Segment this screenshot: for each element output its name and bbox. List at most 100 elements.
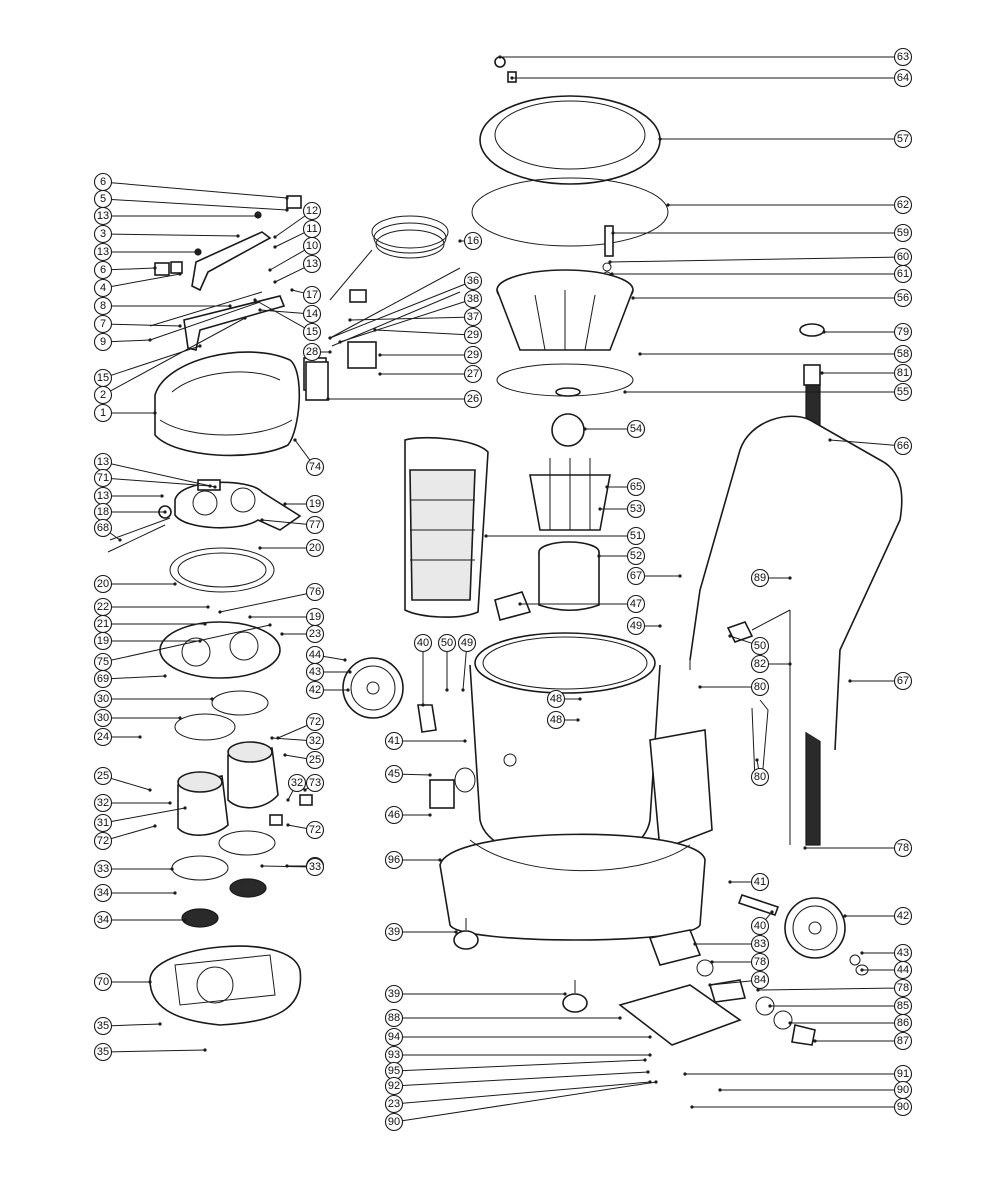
callout-leader-end [678,574,682,578]
callout-leader-end [610,272,614,276]
callout-number: 43 [309,666,321,678]
callout-13: 13 [93,206,260,226]
callout-leader-end [461,688,465,692]
callout-number: 85 [897,1000,909,1012]
callout-number: 25 [97,770,109,782]
callout-leader-end [138,735,142,739]
callout-number: 73 [309,777,321,789]
callout-leader-end [286,798,290,802]
callout-leader-line [111,273,181,287]
callout-leader-end [286,823,290,827]
callout-number: 33 [97,863,109,875]
callout-leader-end [710,960,714,964]
callout-57: 57 [658,129,913,149]
callout-circle [626,477,646,497]
basket-and-float [494,413,611,621]
callout-number: 10 [306,240,318,252]
callout-leader-line [402,1081,651,1104]
callout-number: 7 [100,318,106,330]
callout-circle [750,916,770,936]
callout-leader-end [690,1105,694,1109]
callout-leader-end [338,340,342,344]
callout-leader-end [648,1053,652,1057]
callout-41: 41 [384,731,467,751]
callout-circle [384,1112,404,1132]
callout-number: 84 [754,974,766,986]
callout-number: 35 [97,1020,109,1032]
callout-43: 43 [860,943,913,963]
callout-leader-end [463,739,467,743]
callout-circle [384,1008,404,1028]
callout-58: 58 [638,344,913,364]
callout-circle [305,750,325,770]
callout-leader-end [718,1088,722,1092]
callout-leader-line [111,199,288,211]
lid-assembly [471,56,669,281]
callout-number: 8 [100,300,106,312]
callout-circle [626,526,646,546]
callout-83: 83 [693,934,770,954]
callout-circle [93,727,113,747]
callout-circle [93,859,113,879]
callout-circle [384,984,404,1004]
callout-leader-end [708,983,712,987]
callout-leader-line [709,980,752,986]
callout-number: 39 [388,926,400,938]
callout-leader-end [348,318,352,322]
callout-71: 71 [93,468,212,488]
callout-circle [750,934,770,954]
callout-48: 48 [546,710,580,730]
callout-number: 94 [388,1031,400,1043]
callout-leader-end [618,1016,622,1020]
callout-72: 72 [276,712,325,740]
callout-number: 4 [100,282,106,294]
callout-leader-end [698,685,702,689]
callout-number: 13 [97,490,109,502]
callout-72: 72 [93,824,157,851]
callout-circle [93,1042,113,1062]
callout-circle [384,731,404,751]
callout-circle [305,662,325,682]
callout-number: 60 [897,251,909,263]
callout-95: 95 [384,1058,647,1081]
callout-number: 23 [388,1098,400,1110]
handle-assembly [149,195,302,351]
callout-leader-end [563,992,567,996]
callout-circle [463,307,483,327]
callout-89: 89 [750,568,792,588]
callout-14: 14 [258,304,322,324]
callout-60: 60 [608,247,913,267]
callout-number: 12 [306,205,318,217]
callout-13: 13 [93,486,164,506]
callout-leader-end [285,196,289,200]
callout-leader-end [158,1022,162,1026]
callout-number: 40 [417,637,429,649]
callout-circle [384,805,404,825]
callout-circle [626,499,646,519]
callout-leader-line [339,301,466,343]
callout-34: 34 [93,883,177,903]
callout-leader-line [609,256,895,263]
casters-and-wheel [342,657,588,1013]
callout-number: 39 [388,988,400,1000]
callout-39: 39 [384,984,567,1004]
callout-number: 35 [97,1046,109,1058]
callout-leader-line [259,309,304,314]
callout-number: 47 [630,598,642,610]
callout-number: 83 [754,938,766,950]
callout-leader-end [196,250,200,254]
callout-number: 29 [467,329,479,341]
callout-number: 19 [97,635,109,647]
callout-number: 92 [388,1080,400,1092]
callout-circle [463,389,483,409]
callout-number: 20 [97,578,109,590]
callout-circle [305,680,325,700]
callout-leader-end [273,280,277,284]
callout-90: 90 [384,1080,658,1132]
callout-42: 42 [843,906,913,926]
callout-leader-line [111,675,166,680]
callout-number: 49 [630,620,642,632]
callout-circle [546,689,566,709]
callout-78: 78 [710,952,770,972]
callout-40: 40 [413,633,433,707]
